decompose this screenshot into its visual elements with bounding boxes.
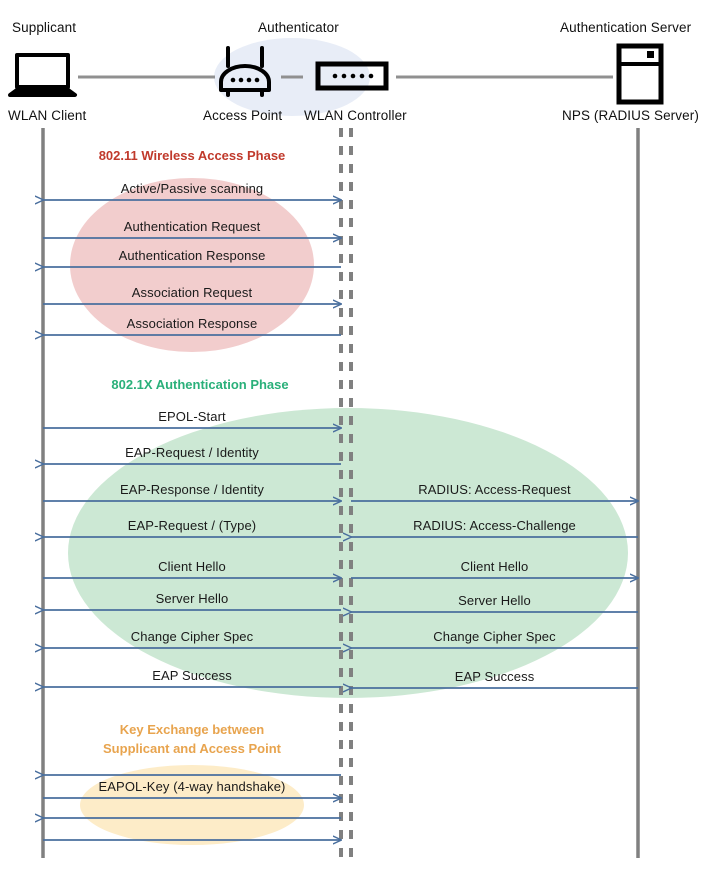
laptop-icon: [8, 53, 77, 97]
phase-ellipses: [68, 178, 628, 845]
msg-label-right-3: Server Hello: [458, 593, 531, 608]
actor-label-access-point: Access Point: [203, 108, 283, 123]
msg-label-left-0: Active/Passive scanning: [120, 181, 264, 196]
server-icon: [616, 43, 664, 105]
phase-ellipse-key-exchange-phase: [80, 765, 304, 845]
actor-label-nps-radius: NPS (RADIUS Server): [562, 108, 699, 123]
msg-label-right-1: RADIUS: Access-Challenge: [413, 518, 576, 533]
msg-label-left-12: EAP Success: [152, 668, 232, 683]
phase-label-wireless-access: 802.11 Wireless Access Phase: [98, 148, 286, 163]
lifelines: [41, 128, 640, 858]
phase-label-key-exchange-line2: Supplicant and Access Point: [103, 741, 281, 756]
msg-label-right-4: Change Cipher Spec: [433, 629, 556, 644]
msg-label-left-10: Server Hello: [155, 591, 229, 606]
msg-label-left-4: Association Response: [126, 316, 258, 331]
phase-label-dot1x: 802.1X Authentication Phase: [111, 377, 289, 392]
actor-label-wlan-controller: WLAN Controller: [304, 108, 407, 123]
msg-label-left-14: EAPOL-Key (4-way handshake): [98, 779, 286, 794]
msg-label-left-2: Authentication Response: [118, 248, 266, 263]
phase-ellipse-wireless-access-phase: [70, 178, 314, 352]
device-icons: [8, 43, 664, 105]
msg-label-left-7: EAP-Response / Identity: [120, 482, 264, 497]
actor-role-auth-server: Authentication Server: [560, 20, 692, 35]
msg-label-right-0: RADIUS: Access-Request: [418, 482, 571, 497]
msg-label-left-3: Association Request: [131, 285, 253, 300]
wireless-router-icon: [219, 46, 271, 97]
phase-label-key-exchange-line1: Key Exchange between: [119, 722, 265, 737]
msg-label-left-5: EPOL-Start: [158, 409, 226, 424]
network-switch-icon: [315, 61, 389, 91]
phase-ellipse-dot1x-authentication-phase: [68, 408, 628, 698]
msg-label-right-2: Client Hello: [460, 559, 529, 574]
msg-label-left-1: Authentication Request: [123, 219, 261, 234]
actor-label-wlan-client: WLAN Client: [8, 108, 87, 123]
msg-label-left-8: EAP-Request / (Type): [127, 518, 257, 533]
msg-label-left-11: Change Cipher Spec: [130, 629, 254, 644]
actor-role-authenticator: Authenticator: [258, 20, 339, 35]
msg-label-left-9: Client Hello: [158, 559, 226, 574]
actor-role-supplicant: Supplicant: [12, 20, 77, 35]
message-arrows: [43, 200, 638, 840]
msg-label-right-5: EAP Success: [454, 669, 535, 684]
phase-label-key-exchange: Key Exchange between Supplicant and Acce…: [0, 720, 384, 758]
msg-label-left-6: EAP-Request / Identity: [125, 445, 259, 460]
